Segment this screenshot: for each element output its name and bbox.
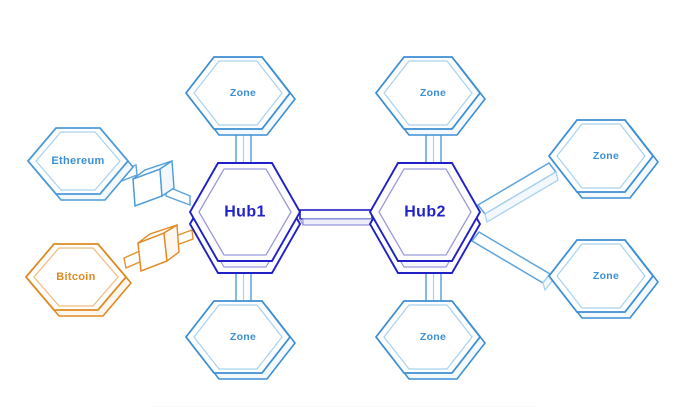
node-hub2[interactable]: Hub2 [368, 162, 482, 274]
footer-artifact [152, 406, 538, 407]
node-zone-right-upper[interactable]: Zone [547, 119, 660, 199]
node-bitcoin[interactable]: Bitcoin [24, 243, 133, 317]
node-zone-bottom-left[interactable]: Zone [184, 300, 297, 380]
node-zone-right-lower[interactable]: Zone [547, 239, 660, 319]
node-ethereum[interactable]: Ethereum [26, 127, 135, 201]
peg-bridge-ethereum[interactable] [132, 159, 175, 208]
connectors-layer [117, 117, 559, 317]
link-hub1-hub2 [299, 209, 376, 226]
node-zone-bottom-right[interactable]: Zone [374, 300, 487, 380]
peg-bridge-bitcoin[interactable] [137, 223, 180, 273]
node-label-zone-top-left: Zone [230, 87, 256, 99]
node-label-hub2: Hub2 [404, 204, 446, 221]
node-label-zone-top-right: Zone [420, 87, 446, 99]
node-label-zone-right-upper: Zone [593, 150, 619, 162]
node-hub1[interactable]: Hub1 [188, 162, 302, 274]
link-hub2-zone-right-lower [470, 231, 553, 292]
link-hub2-zone-right-upper [476, 162, 559, 224]
node-label-ethereum: Ethereum [51, 155, 104, 167]
node-label-zone-right-lower: Zone [593, 270, 619, 282]
node-zone-top-left[interactable]: Zone [184, 56, 297, 136]
node-label-bitcoin: Bitcoin [56, 271, 95, 283]
node-zone-top-right[interactable]: Zone [374, 56, 487, 136]
node-label-zone-bottom-right: Zone [420, 331, 446, 343]
node-label-zone-bottom-left: Zone [230, 331, 256, 343]
node-label-hub1: Hub1 [224, 204, 266, 221]
